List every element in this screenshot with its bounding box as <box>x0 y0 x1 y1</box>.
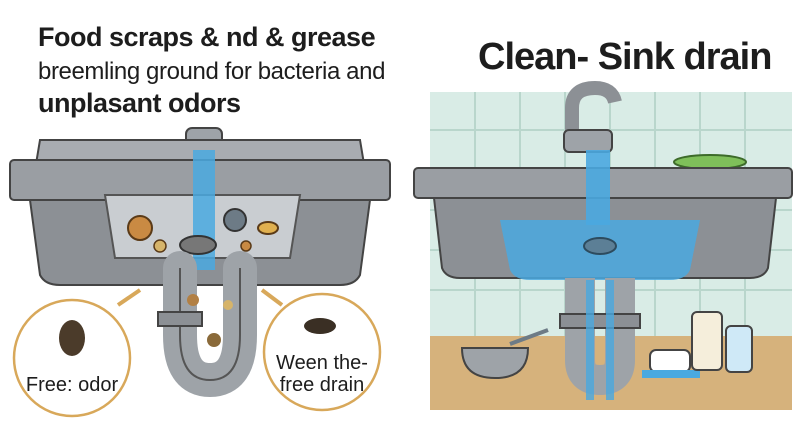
grime-icon <box>187 294 199 306</box>
food-scrap-icon <box>240 240 252 252</box>
right-title: Clean- Sink drain <box>478 36 772 78</box>
drain-pipe <box>565 278 635 396</box>
food-scrap-icon <box>257 221 279 235</box>
drain-pipe-outline <box>179 268 241 382</box>
bug-bubble <box>262 292 382 412</box>
water-stream <box>586 150 610 225</box>
dirty-sink-panel: Food scraps & nd & grease breemling grou… <box>9 22 391 418</box>
left-title-line-1: Food scraps & nd & grease <box>38 22 376 52</box>
bug-bubble-label-line-1: Ween the- <box>276 352 368 374</box>
brush-icon <box>509 328 549 346</box>
dish-icon <box>673 154 747 170</box>
clean-sink-illustration <box>413 80 793 410</box>
arrow-icon <box>260 288 284 307</box>
faucet-base <box>563 129 613 153</box>
bug-icon <box>59 320 85 356</box>
flowing-water <box>586 280 614 400</box>
dirty-sink-illustration <box>9 127 391 418</box>
food-scrap-icon <box>153 239 167 253</box>
drain-icon <box>179 235 217 255</box>
saucer-icon <box>642 370 700 378</box>
odor-bubble <box>12 298 132 418</box>
grime-icon <box>207 333 221 347</box>
drain-icon <box>583 237 617 255</box>
soap-bottle-icon <box>691 311 723 371</box>
cup-icon <box>649 349 691 373</box>
soap-bottle-icon <box>725 325 753 373</box>
food-scrap-icon <box>127 215 153 241</box>
pipe-coupling <box>559 313 641 329</box>
bug-bubble-label-line-2: free drain <box>279 374 365 396</box>
food-scrap-icon <box>223 208 247 232</box>
left-title-line-2: breemling ground for bacteria and <box>38 58 386 85</box>
odor-bubble-label: Free: odor <box>25 374 119 396</box>
cockroach-icon <box>304 318 336 334</box>
faucet-icon <box>565 80 622 150</box>
grime-icon <box>223 300 233 310</box>
bug-bubble-label: Ween the- free drain <box>268 352 376 396</box>
left-title-line-3: unplasant odors <box>38 88 241 118</box>
bowl-icon <box>460 347 530 380</box>
arrow-icon <box>116 288 142 307</box>
pipe-coupling <box>157 311 203 327</box>
clean-sink-panel: Clean- Sink drain <box>400 0 800 436</box>
